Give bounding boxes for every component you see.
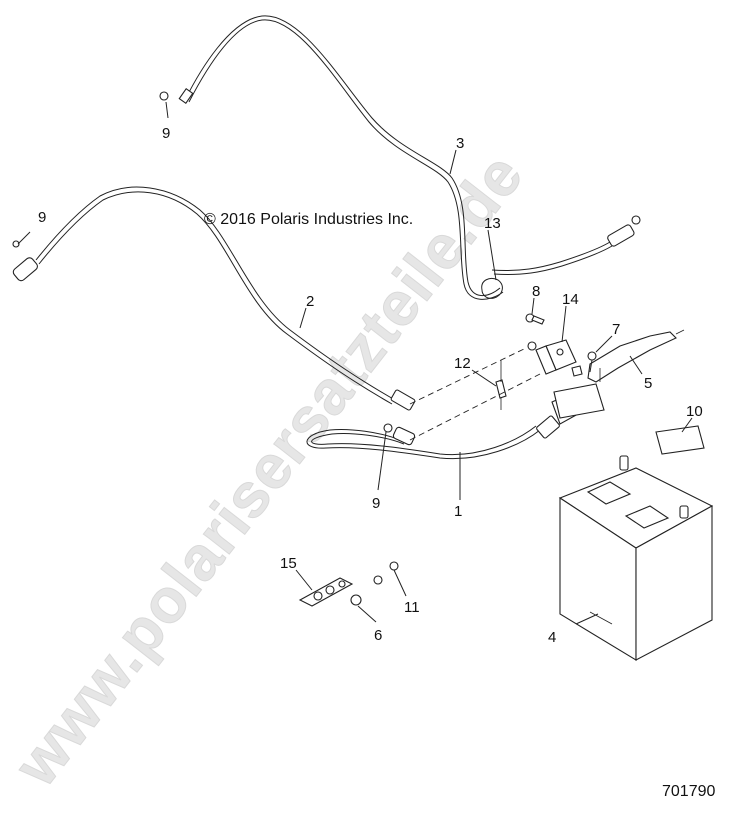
cable-3 [178,15,641,300]
fuse-holder-15 [298,577,354,607]
callout-4: 4 [548,629,556,646]
callout-6: 6 [374,627,382,644]
callout-11: 11 [404,599,420,616]
battery-4 [558,455,714,661]
leader-lines [17,101,693,625]
callout-7: 7 [612,321,620,338]
callouts: 9 9 3 13 2 8 14 7 12 5 10 9 1 15 11 6 4 [38,125,703,646]
callout-5: 5 [644,375,652,392]
hold-down-5 [587,329,685,383]
callout-8: 8 [532,283,540,300]
fasteners [350,561,399,606]
drawing-number: 701790 [662,783,715,800]
callout-13: 13 [484,215,501,232]
callout-2: 2 [306,293,314,310]
callout-1: 1 [454,503,462,520]
assembly-lines [409,347,541,441]
cable-2 [12,186,416,411]
callout-15: 15 [280,555,297,572]
nuts-9 [12,91,393,433]
bolt-8 [525,313,545,325]
callout-10: 10 [686,403,703,420]
watermark-text: www.polarisersatzteile.de [1,141,537,800]
callout-12: 12 [454,355,471,372]
solenoid-14 [527,339,583,377]
callout-9-left: 9 [38,209,46,226]
callout-9-center: 9 [372,495,380,512]
copyright-text: © 2016 Polaris Industries Inc. [204,211,413,228]
bracket-12 [495,360,507,410]
callout-9-top: 9 [162,125,170,142]
callout-3: 3 [456,135,464,152]
label-pads [553,383,705,455]
callout-14: 14 [562,291,579,308]
bolt-7 [587,351,597,373]
